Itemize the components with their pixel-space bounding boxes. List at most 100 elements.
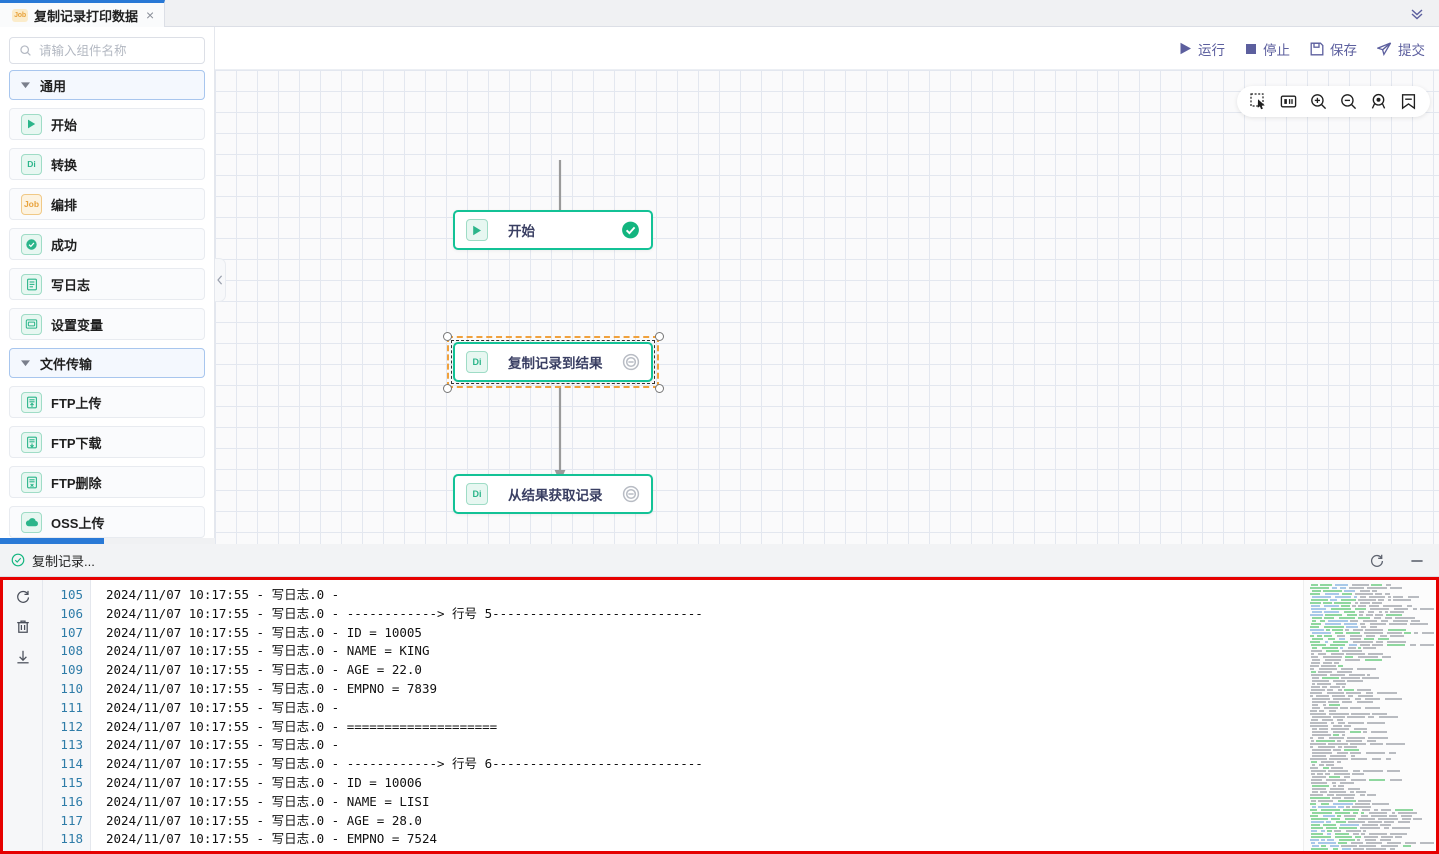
flow-node-label: 从结果获取记录 (508, 488, 603, 503)
minimap-row (1308, 670, 1434, 673)
close-icon[interactable]: × (146, 7, 155, 23)
flow-node-label: 复制记录到结果 (508, 356, 603, 371)
minimap-row (1308, 808, 1434, 811)
minimap-row (1308, 673, 1434, 676)
minimap-row (1308, 586, 1434, 589)
select-tool-icon[interactable] (1248, 91, 1269, 112)
palette-item-开始[interactable]: 开始 (9, 108, 205, 140)
trash-icon[interactable] (15, 619, 31, 635)
log-line: 2024/11/07 10:17:55 - 写日志.0 - ----------… (106, 756, 703, 772)
minimap-row (1308, 844, 1434, 847)
minimap-row (1308, 787, 1434, 790)
minimap-row (1308, 829, 1434, 832)
search-box[interactable] (9, 37, 205, 64)
minimap-row (1308, 718, 1434, 721)
log-line: 2024/11/07 10:17:55 - 写日志.0 - (106, 587, 347, 602)
minimap-row (1308, 769, 1434, 772)
flow-canvas[interactable]: 开始 Di 复制记录到结果 (215, 70, 1439, 544)
minimap-row (1308, 646, 1434, 649)
minimap-row (1308, 775, 1434, 778)
flow-node-从结果获取记录[interactable]: Di 从结果获取记录 (453, 474, 653, 514)
minimap-row (1308, 643, 1434, 646)
minimap-row (1308, 745, 1434, 748)
palette-search (0, 27, 214, 70)
palette-item-转换[interactable]: Di 转换 (9, 148, 205, 180)
palette-item-ftp上传[interactable]: FTP上传 (9, 386, 205, 418)
minimap-row (1308, 841, 1434, 844)
tab-job-复制记录打印数据[interactable]: Job 复制记录打印数据 × (0, 0, 166, 27)
resize-handle-tr[interactable] (654, 331, 664, 341)
locate-icon[interactable] (1368, 91, 1389, 112)
canvas-toolbar: 运行 停止 保存 提交 (215, 27, 1439, 70)
minimap-row (1308, 802, 1434, 805)
minimap-row (1308, 664, 1434, 667)
minimap-row (1308, 700, 1434, 703)
zoom-in-icon[interactable] (1308, 91, 1329, 112)
minimap-row (1308, 724, 1434, 727)
flow-node-复制记录到结果-selection[interactable]: Di 复制记录到结果 (442, 331, 664, 393)
minimap-row (1308, 748, 1434, 751)
submit-button[interactable]: 提交 (1377, 39, 1425, 59)
palette-group-label: 通用 (40, 78, 67, 94)
palette-group-通用[interactable]: 通用 (9, 70, 205, 100)
resize-handle-bl[interactable] (442, 383, 452, 393)
minimize-icon[interactable] (1409, 553, 1425, 569)
caret-down-icon (10, 81, 40, 89)
palette-item-label: 编排 (51, 197, 78, 213)
log-line: 2024/11/07 10:17:55 - 写日志.0 - AGE = 28.0 (106, 812, 422, 828)
log-line: 2024/11/07 10:17:55 - 写日志.0 - NAME = LIS… (106, 793, 430, 809)
flow-node-复制记录到结果[interactable]: Di 复制记录到结果 (453, 342, 653, 382)
minimap-row (1308, 790, 1434, 793)
stop-button[interactable]: 停止 (1245, 39, 1290, 59)
check-circle-icon (21, 233, 42, 255)
refresh-icon[interactable] (1369, 553, 1385, 569)
log-minimap[interactable] (1303, 580, 1436, 851)
job-badge-icon: Job (12, 8, 28, 22)
palette-item-设置变量[interactable]: 设置变量 (9, 308, 205, 340)
zoom-out-icon[interactable] (1338, 91, 1359, 112)
log-panel-title: 复制记录... (32, 553, 95, 569)
palette-item-成功[interactable]: 成功 (9, 228, 205, 260)
palette-item-写日志[interactable]: 写日志 (9, 268, 205, 300)
palette-group-label: 文件传输 (40, 356, 93, 372)
resize-handle-br[interactable] (654, 383, 664, 393)
caret-down-icon (10, 359, 40, 367)
resize-handle-tl[interactable] (442, 331, 452, 341)
canvas-tool-strip (1237, 86, 1430, 117)
run-button[interactable]: 运行 (1179, 39, 1225, 59)
palette-horizontal-scrollbar[interactable] (0, 538, 215, 544)
palette-group-文件传输[interactable]: 文件传输 (9, 348, 205, 378)
minimap-row (1308, 712, 1434, 715)
send-icon (1377, 41, 1392, 56)
double-chevron-down-icon[interactable] (1403, 0, 1431, 27)
minimap-row (1308, 781, 1434, 784)
palette-item-ftp下载[interactable]: FTP下载 (9, 426, 205, 458)
minimap-row (1308, 796, 1434, 799)
log-line-container[interactable]: 2024/11/07 10:17:55 - 写日志.0 - 2024/11/07… (91, 580, 1303, 851)
search-input[interactable] (39, 43, 195, 58)
action-buttons: 运行 停止 保存 提交 (1179, 27, 1425, 70)
fit-screen-icon[interactable] (1278, 91, 1299, 112)
save-label: 保存 (1330, 42, 1357, 58)
palette-item-ftp删除[interactable]: FTP删除 (9, 466, 205, 498)
minimap-row (1308, 583, 1434, 586)
minimap-row (1308, 661, 1434, 664)
download-icon[interactable] (15, 649, 31, 665)
cloud-upload-icon (21, 511, 42, 533)
bookmark-icon[interactable] (1398, 91, 1419, 112)
palette-collapse-handle[interactable] (215, 258, 226, 302)
variable-icon (21, 313, 42, 335)
flow-node-开始[interactable]: 开始 (453, 210, 653, 250)
palette-item-oss上传[interactable]: OSS上传 (9, 506, 205, 538)
stop-label: 停止 (1263, 42, 1290, 58)
save-button[interactable]: 保存 (1310, 39, 1357, 59)
reload-icon[interactable] (15, 589, 31, 605)
minimap-row (1308, 604, 1434, 607)
palette-item-label: FTP删除 (51, 475, 102, 491)
minimap-row (1308, 730, 1434, 733)
log-line: 2024/11/07 10:17:55 - 写日志.0 - AGE = 22.0 (106, 662, 422, 678)
palette-item-编排[interactable]: Job 编排 (9, 188, 205, 220)
log-line-number: 118 (60, 831, 83, 847)
